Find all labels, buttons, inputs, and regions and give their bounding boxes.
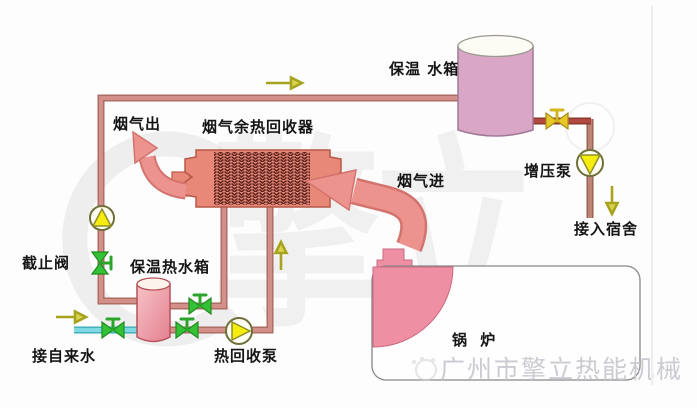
circulation-pump-icon — [89, 205, 115, 231]
label-booster-pump: 增压泵 — [524, 162, 573, 180]
watermark-mascot-icon — [412, 357, 437, 381]
flue-gas-in-arrow — [304, 169, 428, 253]
stop-valve-icon — [90, 251, 113, 275]
exchanger-return-pipe — [170, 205, 228, 310]
heat-exchanger — [171, 149, 342, 208]
label-stop-valve: 截止阀 — [22, 254, 71, 272]
flow-arrow-tapwater-icon — [56, 309, 89, 325]
image-edge-line — [651, 6, 653, 385]
heat-recovery-pump-icon — [225, 317, 253, 345]
watermark-company-text: 广州市擎立热能机械 — [440, 355, 684, 384]
booster-pump-icon — [576, 149, 604, 177]
label-insulated-water-tank: 保温 水箱 — [389, 60, 460, 78]
insulated-water-tank — [457, 34, 534, 137]
flow-arrow-riser-icon — [273, 239, 289, 270]
tap-water-valve-icon — [101, 317, 125, 340]
tank-outlet-valve-icon — [545, 108, 569, 131]
flow-arrow-dormitory-icon — [604, 186, 620, 217]
watermark-swirl — [62, 131, 239, 347]
exchanger-feed-pipe — [170, 205, 274, 334]
boiler — [371, 248, 641, 381]
label-flue-gas-in: 烟气进 — [397, 172, 446, 190]
label-heat-recovery-device: 烟气余热回收器 — [202, 118, 315, 136]
label-to-dormitory: 接入宿舍 — [574, 220, 639, 238]
return-line-valve-icon — [188, 293, 212, 316]
boiler-furnace-accent — [372, 266, 454, 348]
label-tap-water-inlet: 接自来水 — [32, 347, 97, 365]
label-insulated-hot-water-tank: 保温热水箱 — [130, 258, 211, 276]
feed-line-valve-icon — [175, 317, 199, 340]
flue-gas-out-arrow — [132, 130, 188, 200]
flow-arrow-top-icon — [266, 75, 305, 91]
main-loop-pipe — [97, 94, 458, 305]
label-heat-recovery-pump: 热回收泵 — [214, 347, 279, 365]
insulated-hot-water-tank — [136, 277, 171, 343]
label-flue-gas-out: 烟气出 — [113, 115, 162, 133]
exchanger-tube-bundle — [214, 152, 310, 205]
boiler-chimney — [376, 248, 413, 268]
label-boiler: 锅 炉 — [452, 331, 500, 349]
